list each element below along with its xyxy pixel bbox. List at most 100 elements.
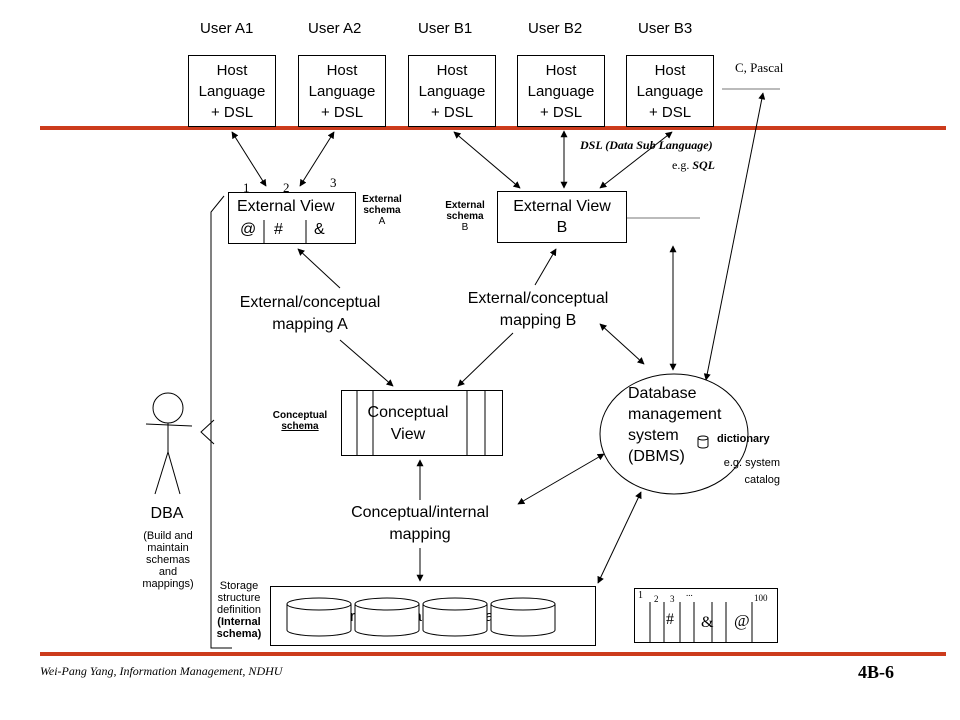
ci-mapping-line-2: mapping (389, 526, 451, 543)
mapping-b-label: External/conceptual mapping B (448, 288, 628, 332)
record-number-ellipsis: ... (686, 588, 693, 598)
storage-line-1: Storage (219, 580, 259, 592)
host-line-2: Language (308, 82, 376, 100)
mapping-a-line-2: mapping A (272, 316, 348, 333)
mapping-b-line-1: External/conceptual (467, 290, 609, 307)
conceptual-schema-label: Conceptual schema (265, 410, 335, 432)
external-view-b-box: External View B (497, 191, 627, 243)
user-label-a2: User A2 (308, 20, 362, 37)
external-view-b-letter: B (556, 219, 568, 236)
storage-structure-label: Storage structure definition (Internal s… (208, 580, 270, 640)
dba-stick-figure-icon (145, 392, 193, 495)
user-label-b1: User B1 (418, 20, 473, 37)
dsl-example-value: SQL (692, 158, 715, 172)
record-number-100: 100 (754, 593, 768, 603)
schema-b-line-2: schema (446, 211, 484, 222)
dbms-line-2: management (628, 406, 722, 423)
host-line-3: + DSL (210, 103, 254, 121)
bottom-rule (40, 652, 946, 656)
dba-desc-line-5: mappings) (142, 578, 194, 590)
symbol-hash: # (274, 221, 283, 238)
dbms-label: Database management system (DBMS) (628, 383, 721, 467)
host-line-1: Host (326, 61, 358, 79)
record-number-1: 1 (638, 590, 643, 601)
dbms-line-1: Database (628, 385, 697, 402)
dsl-note: DSL (Data Sub Language) (580, 138, 713, 152)
user-label-b2: User B2 (528, 20, 583, 37)
dba-desc-line-1: (Build and (143, 530, 193, 542)
host-line-1: Host (654, 61, 686, 79)
record-symbol-hash: # (666, 611, 674, 628)
arrow-mapping-a-up (297, 248, 341, 289)
schema-a-line-1: External (362, 194, 402, 205)
dsl-example: e.g. SQL (672, 158, 715, 173)
dba-title: DBA (150, 505, 184, 522)
host-line-1: Host (216, 61, 248, 79)
stored-database-label: Stored database (Internal View) (327, 608, 539, 625)
footer-page: 4B-6 (858, 662, 894, 682)
schema-b-line-3: B (461, 222, 469, 233)
conceptual-schema-line-2: schema (281, 421, 319, 432)
host-line-3: + DSL (430, 103, 474, 121)
arrow-mapping-b-up (534, 248, 557, 286)
arrow-b1-view (453, 131, 521, 189)
storage-line-4: (Internal (217, 616, 261, 628)
record-box (634, 588, 778, 643)
conceptual-view-line-1: Conceptual (367, 404, 449, 421)
mapping-b-line-2: mapping B (499, 312, 577, 329)
schema-a-line-2: schema (363, 205, 401, 216)
arrow-a1-view (231, 131, 267, 187)
conceptual-schema-line-1: Conceptual (272, 410, 328, 421)
host-line-2: Language (527, 82, 595, 100)
arrow-mapping-a-down (339, 339, 394, 387)
host-line-3: + DSL (320, 103, 364, 121)
host-line-3: + DSL (539, 103, 583, 121)
record-number-2: 2 (654, 594, 659, 604)
catalog-line-2: catalog (744, 474, 780, 486)
storage-line-2: structure (217, 592, 261, 604)
mapping-a-line-1: External/conceptual (239, 294, 381, 311)
host-line-2: Language (418, 82, 486, 100)
user-label-a1: User A1 (200, 20, 254, 37)
arrow-dbms-pascal (703, 92, 766, 381)
c-pascal-label: C, Pascal (735, 60, 784, 75)
ci-mapping-line-1: Conceptual/internal (351, 504, 489, 521)
symbol-amp: & (314, 221, 325, 238)
dba-description: (Build and maintain schemas and mappings… (130, 530, 206, 590)
schema-b-line-1: External (445, 200, 485, 211)
dbms-line-4: (DBMS) (628, 448, 685, 465)
record-number-3: 3 (670, 594, 675, 604)
dbms-line-3: system (628, 427, 679, 444)
col-number-1: 1 (243, 180, 250, 195)
top-rule (40, 126, 946, 130)
conceptual-view-label: Conceptual View (360, 402, 456, 446)
record-symbol-at: @ (734, 611, 750, 630)
symbol-at: @ (240, 221, 257, 238)
schema-a-line-3: A (378, 216, 386, 227)
external-schema-b-label: External schema B (435, 200, 495, 233)
col-number-3: 3 (330, 175, 337, 190)
dictionary-label: dictionary (717, 433, 770, 445)
mapping-a-label: External/conceptual mapping A (220, 292, 400, 336)
host-line-1: Host (436, 61, 468, 79)
dsl-example-prefix: e.g. (672, 158, 690, 172)
arrow-mapping-b-down (457, 332, 514, 387)
dba-desc-line-3: schemas (145, 554, 191, 566)
host-line-3: + DSL (648, 103, 692, 121)
catalog-line-1: e.g. system (723, 457, 780, 469)
footer-author: Wei-Pang Yang, Information Management, N… (40, 664, 283, 678)
external-schema-a-label: External schema A (352, 194, 412, 227)
arrow-dbms-stored-db (597, 491, 642, 584)
storage-line-3: definition (216, 604, 262, 616)
dba-desc-line-4: and (158, 566, 178, 578)
catalog-label: e.g. system catalog (710, 455, 780, 489)
arrow-dbms-ci-mapping (517, 453, 605, 505)
user-label-b3: User B3 (638, 20, 693, 37)
dba-desc-line-2: maintain (147, 542, 189, 554)
col-number-2: 2 (283, 180, 290, 195)
